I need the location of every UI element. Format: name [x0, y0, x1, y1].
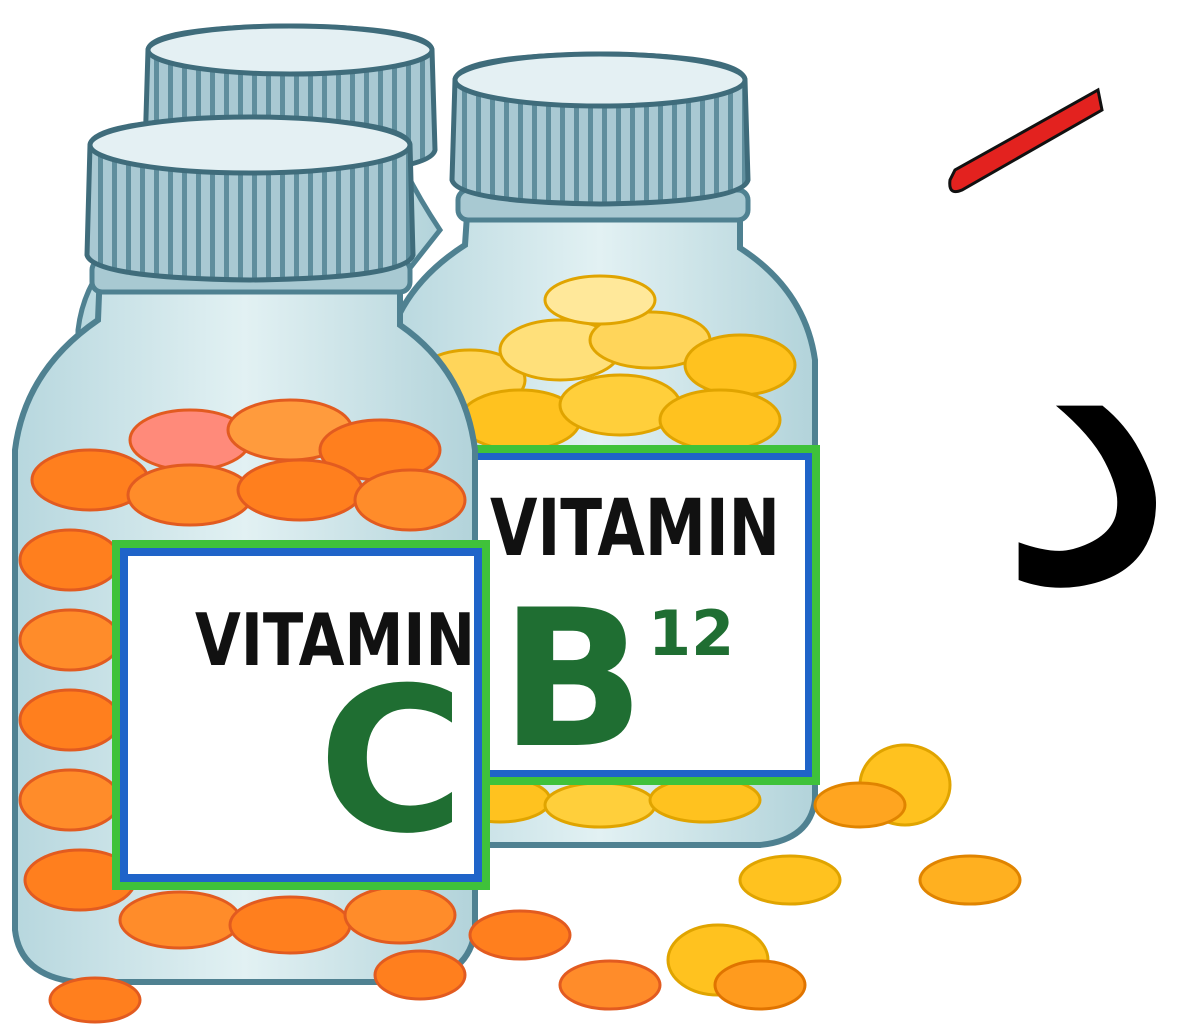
c-bottle-cap	[84, 114, 416, 283]
loose-pills	[48, 743, 1022, 1024]
arabic-letter-group: د	[948, 87, 1180, 680]
vitamin-c-label: VITAMIN C	[112, 540, 490, 890]
b12-label-superscript: 12	[648, 597, 734, 670]
fatha-mark	[948, 87, 1104, 194]
orange-pills	[18, 398, 467, 955]
b12-bottle-cap	[449, 51, 751, 207]
b12-label-word: VITAMIN	[490, 484, 780, 574]
c-label-letter: C	[318, 645, 465, 878]
b12-label-letter: B	[500, 569, 645, 790]
c-label-word: VITAMIN	[195, 598, 475, 682]
vitamin-c-bottle: VITAMIN C	[12, 114, 490, 985]
vitamin-b12-label: VITAMIN B 12	[455, 445, 820, 790]
arabic-letter-dal: د	[993, 191, 1180, 680]
